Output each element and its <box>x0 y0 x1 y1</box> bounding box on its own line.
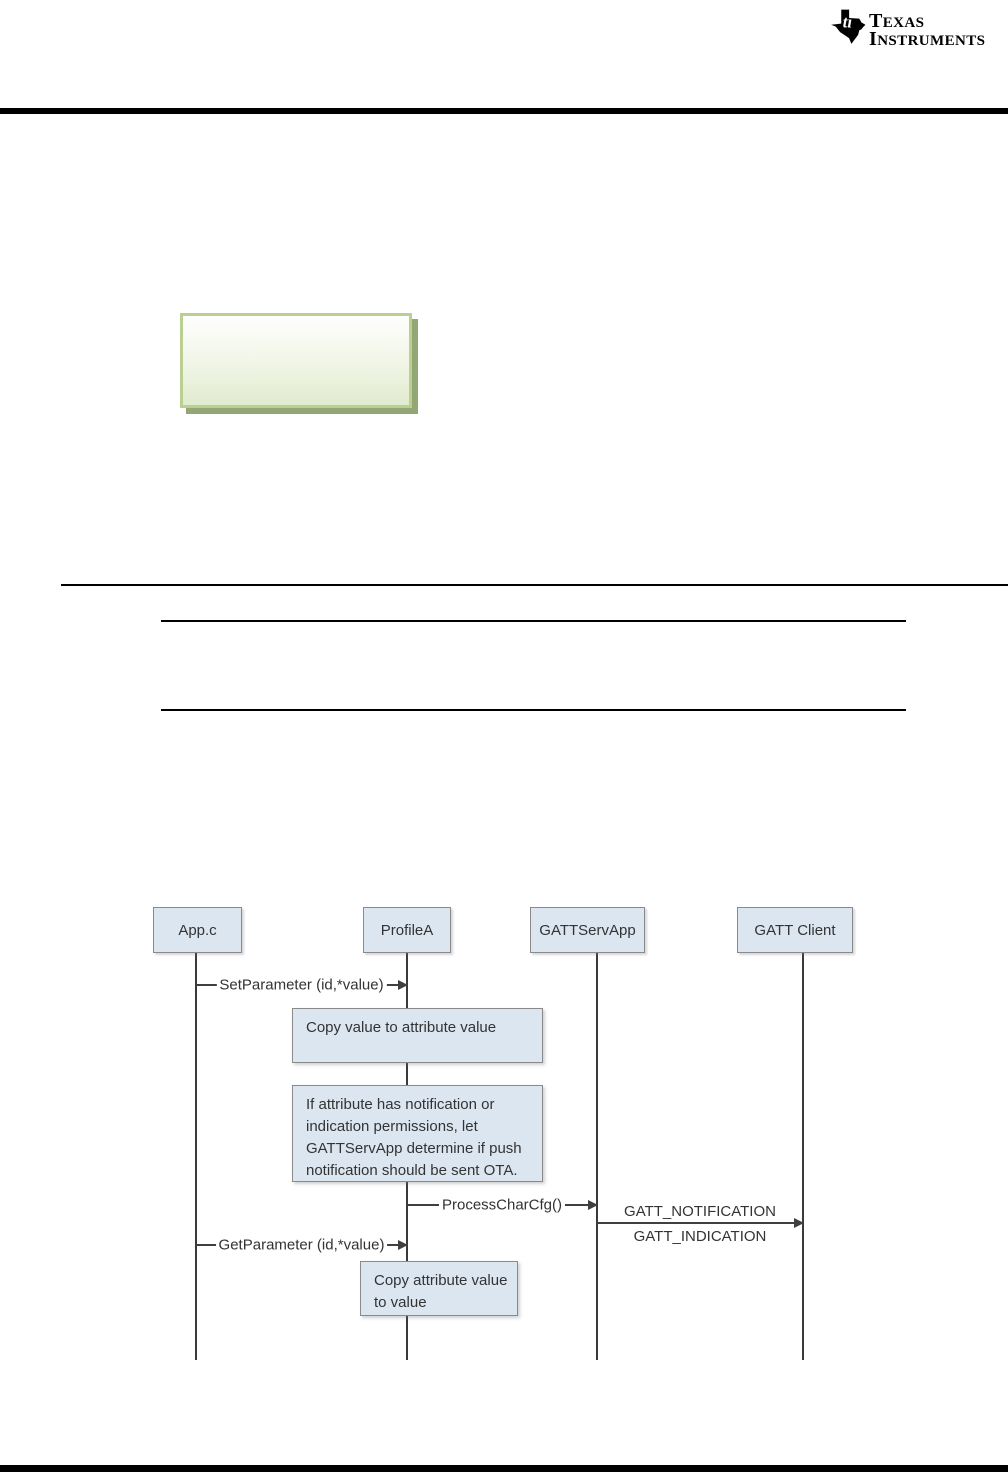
lifeline-header-gattservapp: GATTServApp <box>530 907 645 953</box>
message-getparameter-arrow: GetParameter (id,*value) <box>196 1236 407 1254</box>
ti-wordmark-line2: Instruments <box>869 28 986 50</box>
message-setparameter-arrow: SetParameter (id,*value) <box>196 976 407 994</box>
message-gatt-notification-label: GATT_NOTIFICATION <box>624 1203 776 1220</box>
note-text: Copy attribute value to value <box>374 1272 508 1311</box>
note-notification-permissions: If attribute has notification or indicat… <box>292 1085 543 1182</box>
message-getparameter-label: GetParameter (id,*value) <box>215 1236 388 1254</box>
lifeline-gattclient <box>802 953 804 1360</box>
note-text: Copy value to attribute value <box>306 1019 497 1036</box>
ti-texas-icon: ti <box>831 9 866 44</box>
svg-text:ti: ti <box>843 13 853 32</box>
lifeline-header-appc: App.c <box>153 907 242 953</box>
ti-wordmark: Texas Instruments <box>869 13 985 49</box>
lifeline-header-gattclient: GATT Client <box>737 907 853 953</box>
note-text: If attribute has notification or indicat… <box>306 1096 522 1179</box>
note-copy-attribute-value: Copy attribute value to value <box>360 1261 518 1316</box>
lifeline-label: GATTServApp <box>539 921 636 939</box>
table-bottom-rule <box>161 709 906 711</box>
lifeline-gattservapp <box>596 953 598 1360</box>
lifeline-appc <box>195 953 197 1360</box>
message-gatt-indication-label: GATT_INDICATION <box>633 1228 767 1245</box>
callout-box <box>180 313 412 408</box>
section-rule <box>61 584 1008 586</box>
lifeline-label: GATT Client <box>754 921 836 939</box>
note-copy-value: Copy value to attribute value <box>292 1008 543 1063</box>
lifeline-label: ProfileA <box>380 921 434 939</box>
ti-wordmark-line1: Texas <box>869 10 925 32</box>
lifeline-label: App.c <box>178 921 217 939</box>
message-setparameter-label: SetParameter (id,*value) <box>216 976 387 994</box>
table-top-rule <box>161 620 906 622</box>
header-divider-bar <box>0 108 1008 114</box>
footer-bar <box>0 1465 1008 1472</box>
ti-logo: ti Texas Instruments <box>830 3 985 51</box>
message-processcharcfg-arrow: ProcessCharCfg() <box>407 1196 597 1214</box>
message-processcharcfg-label: ProcessCharCfg() <box>438 1196 566 1214</box>
message-gatt-notification-arrow: GATT_NOTIFICATION GATT_INDICATION <box>597 1203 803 1245</box>
lifeline-header-profilea: ProfileA <box>363 907 451 953</box>
